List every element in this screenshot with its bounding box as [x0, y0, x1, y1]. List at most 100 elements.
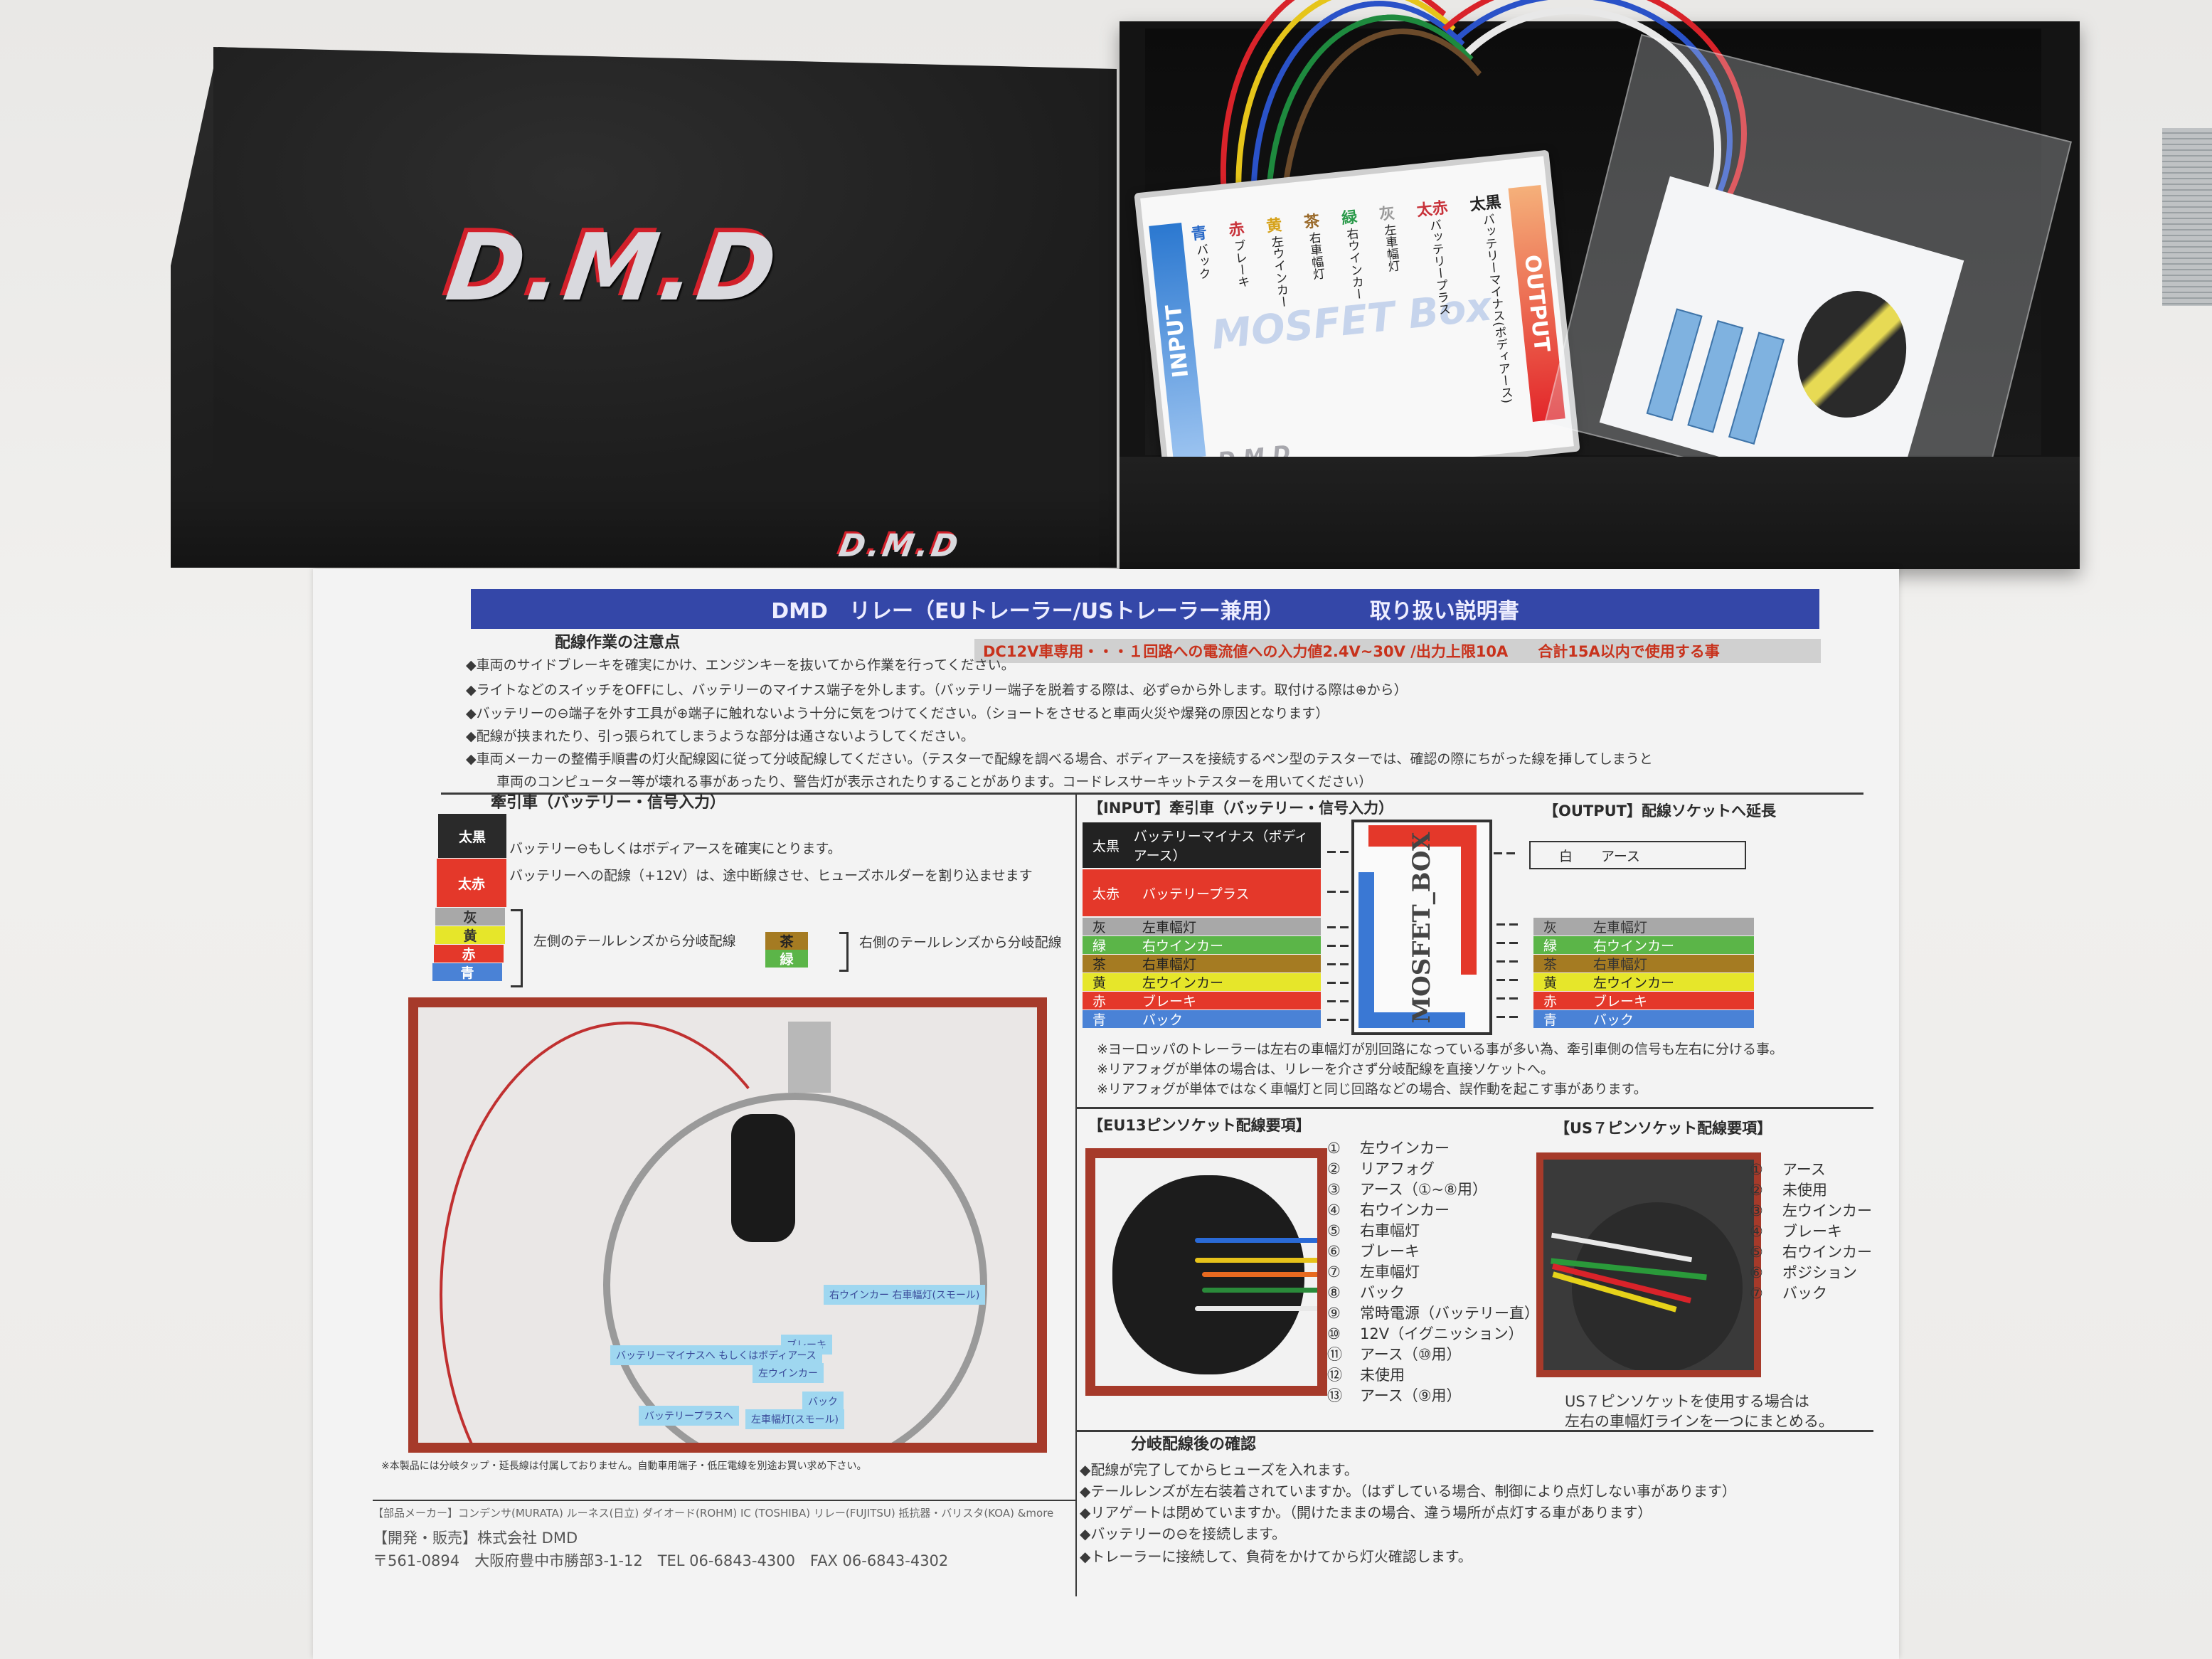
right-branch-note: 右側のテールレンズから分岐配線 — [859, 935, 1062, 950]
dmd-logo-main: D.M.D — [440, 213, 786, 322]
connector-dash — [1327, 926, 1349, 928]
output-row-gray: 灰左車幅灯 — [1533, 918, 1754, 935]
spec-line: DC12V車専用・・・１回路への電流値への入力値2.4V~30V /出力上限10… — [974, 639, 1821, 663]
input-heading: 【INPUT】牽引車（バッテリー・信号入力） — [1088, 800, 1394, 817]
connector-dash — [1496, 923, 1518, 926]
wire-blue-2 — [1408, 0, 1733, 289]
module-col: 灰左車幅灯 — [1378, 204, 1400, 273]
connector-dash — [1327, 963, 1349, 965]
harness-module — [788, 1022, 831, 1093]
connector-dash — [1327, 1019, 1349, 1021]
connector-dash — [1327, 1000, 1349, 1002]
after-check-heading: 分岐配線後の確認 — [1131, 1436, 1257, 1453]
input-row-blue: 青バック — [1083, 1010, 1321, 1028]
eu13-socket-photo — [1085, 1148, 1327, 1396]
box-lid-side — [171, 488, 1117, 568]
chip-red: 赤 — [434, 945, 504, 963]
precaution-item: ◆ライトなどのスイッチをOFFにし、バッテリーのマイナス端子を外します。（バッテ… — [466, 682, 1408, 698]
input-row-black: 太黒バッテリーマイナス（ボディアース） — [1083, 822, 1321, 868]
after-check-item: ◆リアゲートは閉めていますか。（開けたままの場合、違う場所が点灯する車があります… — [1080, 1504, 1652, 1521]
left-branch-note: 左側のテールレンズから分岐配線 — [533, 933, 736, 949]
harness-tag: 左ウインカー — [753, 1363, 824, 1383]
metal-ruler — [2162, 128, 2212, 306]
chip-yellow: 黄 — [435, 926, 505, 944]
output-heading: 【OUTPUT】配線ソケットへ延長 — [1543, 802, 1776, 820]
bracket-right — [839, 932, 849, 972]
us7-note-2: 左右の車幅灯ラインを一つにまとめる。 — [1565, 1413, 1834, 1430]
connector-dash — [1496, 1016, 1518, 1018]
divider — [373, 1500, 1077, 1501]
mosfet-module: INPUT OUTPUT MOSFET Box 青バック 赤ブレーキ 黄左ウイン… — [1134, 149, 1580, 495]
harness-photo: 右ウインカー 右車幅灯(スモール) ブレーキ バッテリーマイナスへ もしくはボデ… — [408, 997, 1047, 1453]
chip-green: 緑 — [765, 950, 808, 968]
connector-dash — [1496, 997, 1518, 1000]
input-row-green: 緑右ウインカー — [1083, 936, 1321, 954]
connector-dash — [1496, 979, 1518, 981]
input-row-gray: 灰左車幅灯 — [1083, 918, 1321, 935]
diagram-note: ※ヨーロッパのトレーラーは左右の車幅灯が別回路になっている事が多い為、牽引車側の… — [1097, 1041, 1783, 1057]
sheet-subtitle: 取り扱い説明書 — [1369, 599, 1519, 624]
module-col: 緑右ウインカー — [1340, 208, 1366, 301]
module-col: 黄左ウインカー — [1265, 216, 1290, 309]
tow-note-red: バッテリーへの配線（+12V）は、途中断線させ、ヒューズホルダーを割り込ませます — [509, 868, 1033, 884]
sheet-title-bar: DMD リレー（EUトレーラー/USトレーラー兼用） 取り扱い説明書 — [471, 589, 1819, 629]
harness-tag: バッテリープラスへ — [639, 1406, 739, 1426]
module-input-columns: 青バック 赤ブレーキ 黄左ウインカー 茶右車幅灯 緑右ウインカー 灰左車幅灯 太… — [1191, 194, 1522, 434]
wire-red-2 — [1394, 0, 1747, 289]
after-check-item: ◆配線が完了してからヒューズを入れます。 — [1080, 1461, 1358, 1478]
address: 〒561-0894 大阪府豊中市勝部3-1-12 TEL 06-6843-430… — [373, 1552, 949, 1569]
connector-dash — [1327, 851, 1349, 853]
connector-dash — [1327, 891, 1349, 893]
connector-dash — [1494, 852, 1515, 854]
output-row-green: 緑右ウインカー — [1533, 936, 1754, 954]
us7-socket-photo — [1536, 1152, 1761, 1377]
mosfet-box-label: MOSFET_BOX — [1408, 832, 1436, 1023]
harness-tag: 右ウインカー 右車幅灯(スモール) — [824, 1285, 986, 1305]
diagram-note: ※リアフォグが単体ではなく車幅灯と同じ回路などの場合、誤作動を起こす事があります… — [1097, 1081, 1647, 1097]
output-row-blue: 青バック — [1533, 1010, 1754, 1028]
connector-dash — [1496, 942, 1518, 944]
precaution-item: 車両のコンピューター等が壊れる事があったり、警告灯が表示されたりすることがありま… — [496, 774, 1373, 790]
tow-note-black: バッテリー⊖もしくはボディアースを確実にとります。 — [509, 841, 841, 857]
tow-heading: 牽引車（バッテリー・信号入力） — [491, 794, 726, 812]
wire-white — [1423, 7, 1721, 292]
chip-brown: 茶 — [765, 932, 808, 950]
output-ground-row: 白アース — [1529, 841, 1746, 869]
us7-heading: 【US７ピンソケット配線要項】 — [1555, 1120, 1772, 1137]
precautions-heading: 配線作業の注意点 — [555, 634, 681, 652]
harness-tag: 左車幅灯(スモール) — [745, 1409, 844, 1429]
input-row-red-thick: 太赤バッテリープラス — [1083, 869, 1321, 916]
chip-red-thick: 太赤 — [437, 859, 506, 907]
input-row-yellow: 黄左ウインカー — [1083, 973, 1321, 991]
divider — [1077, 1430, 1873, 1432]
after-check-item: ◆バッテリーの⊖を接続します。 — [1080, 1525, 1287, 1542]
connector-dash — [1496, 960, 1518, 963]
module-col: 茶右車幅灯 — [1303, 212, 1325, 281]
input-row-red: 赤ブレーキ — [1083, 992, 1321, 1009]
after-check-item: ◆テールレンズが左右装着されていますか。（はずしている場合、制御により点灯しない… — [1080, 1483, 1736, 1500]
output-row-yellow: 黄左ウインカー — [1533, 973, 1754, 991]
diagram-note: ※リアフォグが単体の場合は、リレーを介さず分岐配線を直接ソケットへ。 — [1097, 1061, 1554, 1077]
chip-gray: 灰 — [435, 908, 505, 926]
box-tray-front — [1120, 457, 2080, 569]
harness-tag: バック — [802, 1392, 844, 1411]
module-col: 太赤バッテリープラス — [1415, 198, 1451, 317]
after-check-item: ◆トレーラーに接続して、負荷をかけてから灯火確認します。 — [1080, 1548, 1472, 1565]
maker: 【開発・販売】株式会社 DMD — [373, 1530, 578, 1547]
